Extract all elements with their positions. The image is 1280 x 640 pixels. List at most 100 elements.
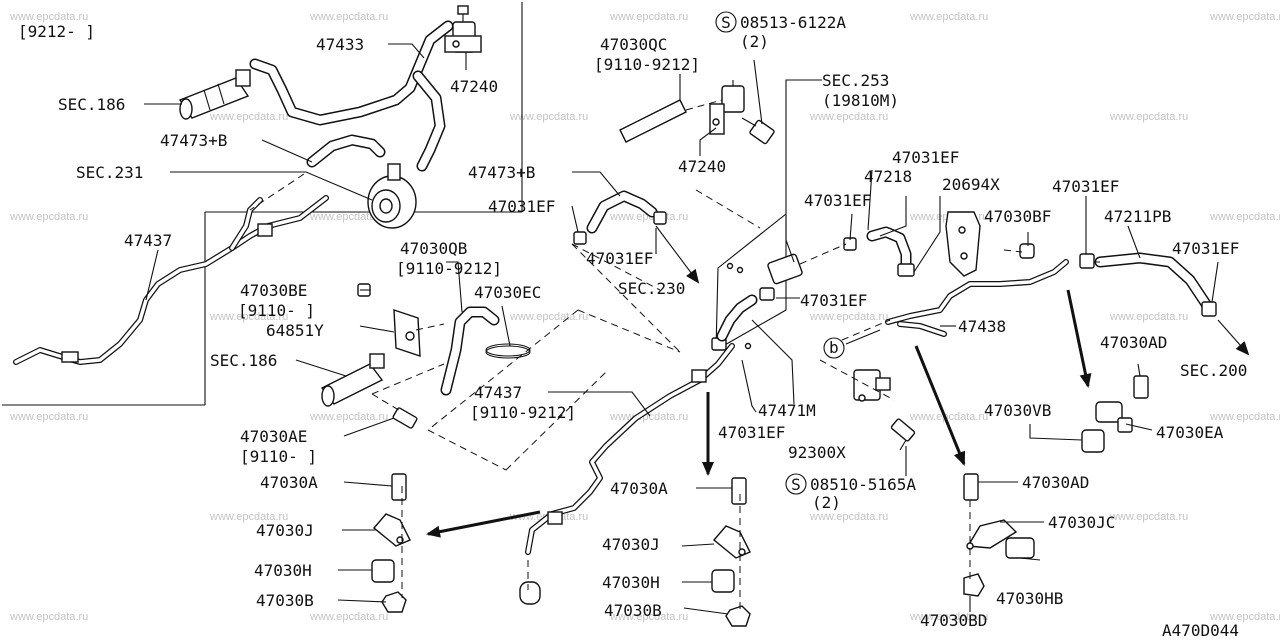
label-47030j-left: 47030J — [256, 521, 314, 540]
hose-47218[interactable] — [866, 226, 912, 270]
watermark-text: www.epcdata.ru — [309, 11, 388, 23]
vacuum-tank-47240-top[interactable] — [444, 5, 482, 53]
label-sec230: SEC.230 — [618, 279, 685, 298]
label-sec231: SEC.231 — [76, 163, 143, 182]
label-47030h-left: 47030H — [254, 561, 312, 580]
label-47030a-left: 47030A — [260, 473, 318, 492]
label-47030bd: 47030BD — [920, 611, 987, 630]
watermark-text: www.epcdata.ru — [209, 311, 288, 323]
label-47030ad-bottom: 47030AD — [1022, 473, 1089, 492]
center-bracket[interactable] — [715, 212, 787, 351]
label-47437-left: 47437 — [124, 231, 172, 250]
hose-47030qb[interactable] — [440, 306, 500, 396]
hose-47030qc[interactable] — [619, 99, 687, 143]
mount-set-left[interactable] — [371, 473, 411, 613]
label-47031ef-h: 47031EF — [718, 423, 785, 442]
label-47473b-center: 47473+B — [468, 163, 535, 182]
watermark-text: www.epcdata.ru — [609, 11, 688, 23]
booster-valve-sec186-top[interactable] — [178, 69, 251, 120]
label-47030b-center: 47030B — [604, 601, 662, 620]
watermark-text: www.epcdata.ru — [9, 11, 88, 23]
watermark-text: www.epcdata.ru — [1109, 311, 1188, 323]
bolt-08510-5165a[interactable] — [890, 418, 916, 442]
label-sec186-center: SEC.186 — [210, 351, 277, 370]
vacuum-tank-47240-center[interactable] — [709, 80, 745, 135]
label-47240-top: 47240 — [450, 77, 498, 96]
label-9212: [9212- ] — [18, 22, 95, 41]
label-sec253: SEC.253 — [822, 71, 889, 90]
watermark-text: www.epcdata.ru — [1209, 211, 1280, 223]
watermark-text: www.epcdata.ru — [609, 411, 688, 423]
bolt-47030ae[interactable] — [392, 407, 418, 429]
label-47030j-center: 47030J — [602, 535, 660, 554]
clamp-47031ef-e[interactable] — [1079, 253, 1095, 269]
label-sec186-top: SEC.186 — [58, 95, 125, 114]
bracket-64851y[interactable] — [393, 309, 421, 357]
vacuum-hose-47433[interactable] — [249, 20, 454, 172]
label-19810m: (19810M) — [822, 91, 899, 110]
label-9110-9212-a: [9110-9212] — [594, 55, 700, 74]
watermark-text: www.epcdata.ru — [1209, 611, 1280, 623]
hose-47471m[interactable] — [716, 294, 758, 342]
label-92300x: 92300X — [788, 443, 846, 462]
watermark-text: www.epcdata.ru — [309, 411, 388, 423]
label-47240-center: 47240 — [678, 157, 726, 176]
svg-text:S: S — [721, 13, 731, 32]
watermark-text: www.epcdata.ru — [1109, 111, 1188, 123]
label-9110-a: [9110- ] — [238, 301, 315, 320]
label-47030ec: 47030EC — [474, 283, 541, 302]
label-08513-6122a: 08513-6122A — [740, 13, 846, 32]
label-qty-2-a: (2) — [740, 32, 769, 51]
watermark-text: www.epcdata.ru — [509, 111, 588, 123]
watermark-text: www.epcdata.ru — [1209, 11, 1280, 23]
label-47030h-center: 47030H — [602, 573, 660, 592]
watermark-text: www.epcdata.ru — [209, 111, 288, 123]
bolt-08513-6122a[interactable] — [741, 117, 775, 145]
watermark-text: www.epcdata.ru — [1209, 411, 1280, 423]
brake-tube-47438[interactable] — [885, 259, 1069, 337]
clamp-47030ec[interactable] — [485, 343, 531, 359]
booster-valve-sec186-center[interactable] — [320, 353, 385, 407]
watermark-text: www.epcdata.ru — [309, 611, 388, 623]
hose-47473b-top[interactable] — [306, 134, 386, 168]
ref-b-marker — [823, 337, 845, 359]
watermark-text: www.epcdata.ru — [509, 311, 588, 323]
sensor-92300x[interactable] — [853, 369, 891, 402]
clamp-47031ef-a[interactable] — [573, 231, 587, 245]
label-47218: 47218 — [864, 167, 912, 186]
bracket-20694x[interactable] — [945, 211, 981, 277]
label-47031ef-g: 47031EF — [800, 291, 867, 310]
watermark-text: www.epcdata.ru — [609, 211, 688, 223]
label-47473b-top: 47473+B — [160, 131, 227, 150]
dashed-lines — [249, 99, 1100, 612]
mount-set-center[interactable] — [711, 477, 751, 627]
brake-tube-47437-center[interactable] — [525, 343, 735, 555]
canister-sec253[interactable] — [759, 253, 803, 301]
leader-lines — [144, 43, 1219, 615]
clamp-47031ef-d[interactable] — [897, 263, 915, 277]
label-47030qc: 47030QC — [600, 35, 667, 54]
hose-47211pb[interactable] — [1094, 252, 1212, 310]
tube-end-fitting[interactable] — [519, 581, 541, 605]
clip-47030ea[interactable] — [1095, 401, 1133, 433]
hose-47473b-center[interactable] — [586, 190, 658, 234]
s-bolt-marker-top: S — [715, 11, 737, 33]
clamp-47031ef-f[interactable] — [1201, 301, 1217, 317]
label-47030ea: 47030EA — [1156, 423, 1224, 442]
grommet-47030vb[interactable] — [1081, 429, 1105, 453]
label-47030a-center: 47030A — [610, 479, 668, 498]
label-47211pb: 47211PB — [1104, 207, 1171, 226]
label-47031ef-c: 47031EF — [892, 148, 959, 167]
watermarks: www.epcdata.ru www.epcdata.ru www.epcdata.… — [9, 11, 1280, 623]
grommet-47030bf[interactable] — [1019, 243, 1035, 259]
ref-b-label: b — [829, 338, 839, 357]
oil-cooler-sec231[interactable] — [367, 163, 417, 229]
mount-set-right[interactable] — [963, 473, 1035, 597]
bolt-47030ad-right[interactable] — [1133, 375, 1149, 399]
catalog-code: A470D044 — [1162, 621, 1239, 640]
label-47031ef-a: 47031EF — [488, 197, 555, 216]
clamp-47031ef-b[interactable] — [653, 211, 667, 225]
brake-tube-47437-left[interactable] — [13, 195, 329, 365]
label-47030hb: 47030HB — [996, 589, 1063, 608]
